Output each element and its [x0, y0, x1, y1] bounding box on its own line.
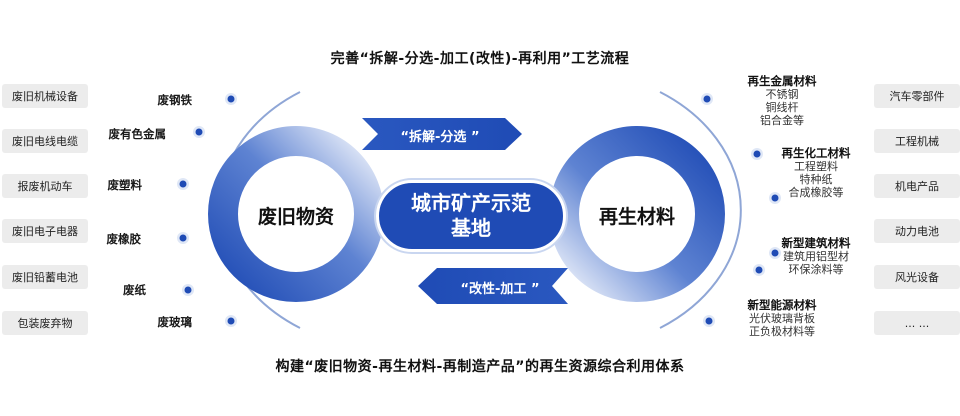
material-group: 再生化工材料 工程塑料 特种纸 合成橡胶等 — [756, 146, 876, 199]
material-group: 新型建筑材料 建筑用铝型材 环保涂料等 — [756, 236, 876, 276]
left-ring-label: 废旧物资 — [257, 206, 334, 228]
material-item: 工程塑料 — [794, 160, 838, 173]
material-item: 正负极材料等 — [749, 325, 815, 338]
material-title: 再生金属材料 — [747, 74, 817, 88]
right-node-dot — [771, 249, 779, 257]
left-node-dot — [184, 286, 192, 294]
material-item: 铝合金等 — [760, 114, 804, 127]
product-box: 机电产品 — [874, 174, 960, 198]
left-ring — [208, 126, 384, 302]
material-item: 特种纸 — [799, 173, 833, 186]
waste-type-label: 废有色金属 — [108, 127, 167, 141]
source-box: 废旧机械设备 — [2, 84, 88, 108]
material-title: 新型能源材料 — [747, 298, 817, 312]
product-box: 动力电池 — [874, 219, 960, 243]
waste-type-label: 废纸 — [123, 283, 146, 297]
bottom-arrow-label: “改性-加工 ” — [460, 282, 540, 297]
source-box: 废旧电子电器 — [2, 219, 88, 243]
right-node-dot — [753, 150, 761, 158]
material-item: 光伏玻璃背板 — [749, 312, 815, 325]
right-node-dot — [771, 194, 779, 202]
material-item: 建筑用铝型材 — [783, 250, 849, 263]
product-box: 工程机械 — [874, 129, 960, 153]
product-box: ... ... — [874, 311, 960, 335]
center-line-2: 基地 — [451, 216, 491, 240]
right-node-dot — [703, 95, 711, 103]
material-item: 不锈钢 — [765, 88, 799, 101]
waste-type-label: 废橡胶 — [106, 232, 142, 246]
product-box: 风光设备 — [874, 265, 960, 289]
material-item: 合成橡胶等 — [788, 186, 844, 199]
center-base-pill: 城市矿产示范 基地 — [376, 180, 566, 252]
source-box: 废旧电线电缆 — [2, 129, 88, 153]
left-ring-core — [240, 158, 352, 270]
left-node-dot — [179, 180, 187, 188]
bottom-arrow-shape — [418, 268, 568, 304]
top-arrow-shape — [362, 118, 522, 150]
right-connector-arc — [659, 91, 742, 329]
waste-type-label: 废玻璃 — [157, 315, 193, 329]
left-node-dot — [195, 128, 203, 136]
footer-title: 构建“废旧物资-再生材料-再制造产品”的再生资源综合利用体系 — [275, 359, 685, 375]
source-box: 废旧铅蓄电池 — [2, 265, 88, 289]
left-node-dot — [179, 234, 187, 242]
waste-type-label: 废塑料 — [107, 178, 143, 192]
material-item: 环保涂料等 — [788, 263, 844, 276]
left-node-dot — [227, 95, 235, 103]
material-title: 再生化工材料 — [781, 146, 851, 160]
product-box: 汽车零部件 — [874, 84, 960, 108]
header-title: 完善“拆解-分选-加工(改性)-再利用”工艺流程 — [330, 51, 630, 67]
top-arrow-label: “拆解-分选 ” — [400, 130, 480, 145]
left-node-dot — [227, 317, 235, 325]
right-node-dot — [705, 317, 713, 325]
source-box: 报废机动车 — [2, 174, 88, 198]
material-group: 新型能源材料 光伏玻璃背板 正负极材料等 — [722, 298, 842, 338]
center-line-1: 城市矿产示范 — [411, 191, 531, 215]
right-ring-label: 再生材料 — [598, 206, 675, 228]
waste-type-label: 废钢铁 — [157, 93, 193, 107]
right-ring-core — [581, 158, 693, 270]
source-box: 包装废弃物 — [2, 311, 88, 335]
material-item: 铜线杆 — [765, 101, 799, 114]
material-group: 再生金属材料 不锈钢 铜线杆 铝合金等 — [722, 74, 842, 127]
right-node-dot — [755, 266, 763, 274]
material-title: 新型建筑材料 — [781, 236, 851, 250]
